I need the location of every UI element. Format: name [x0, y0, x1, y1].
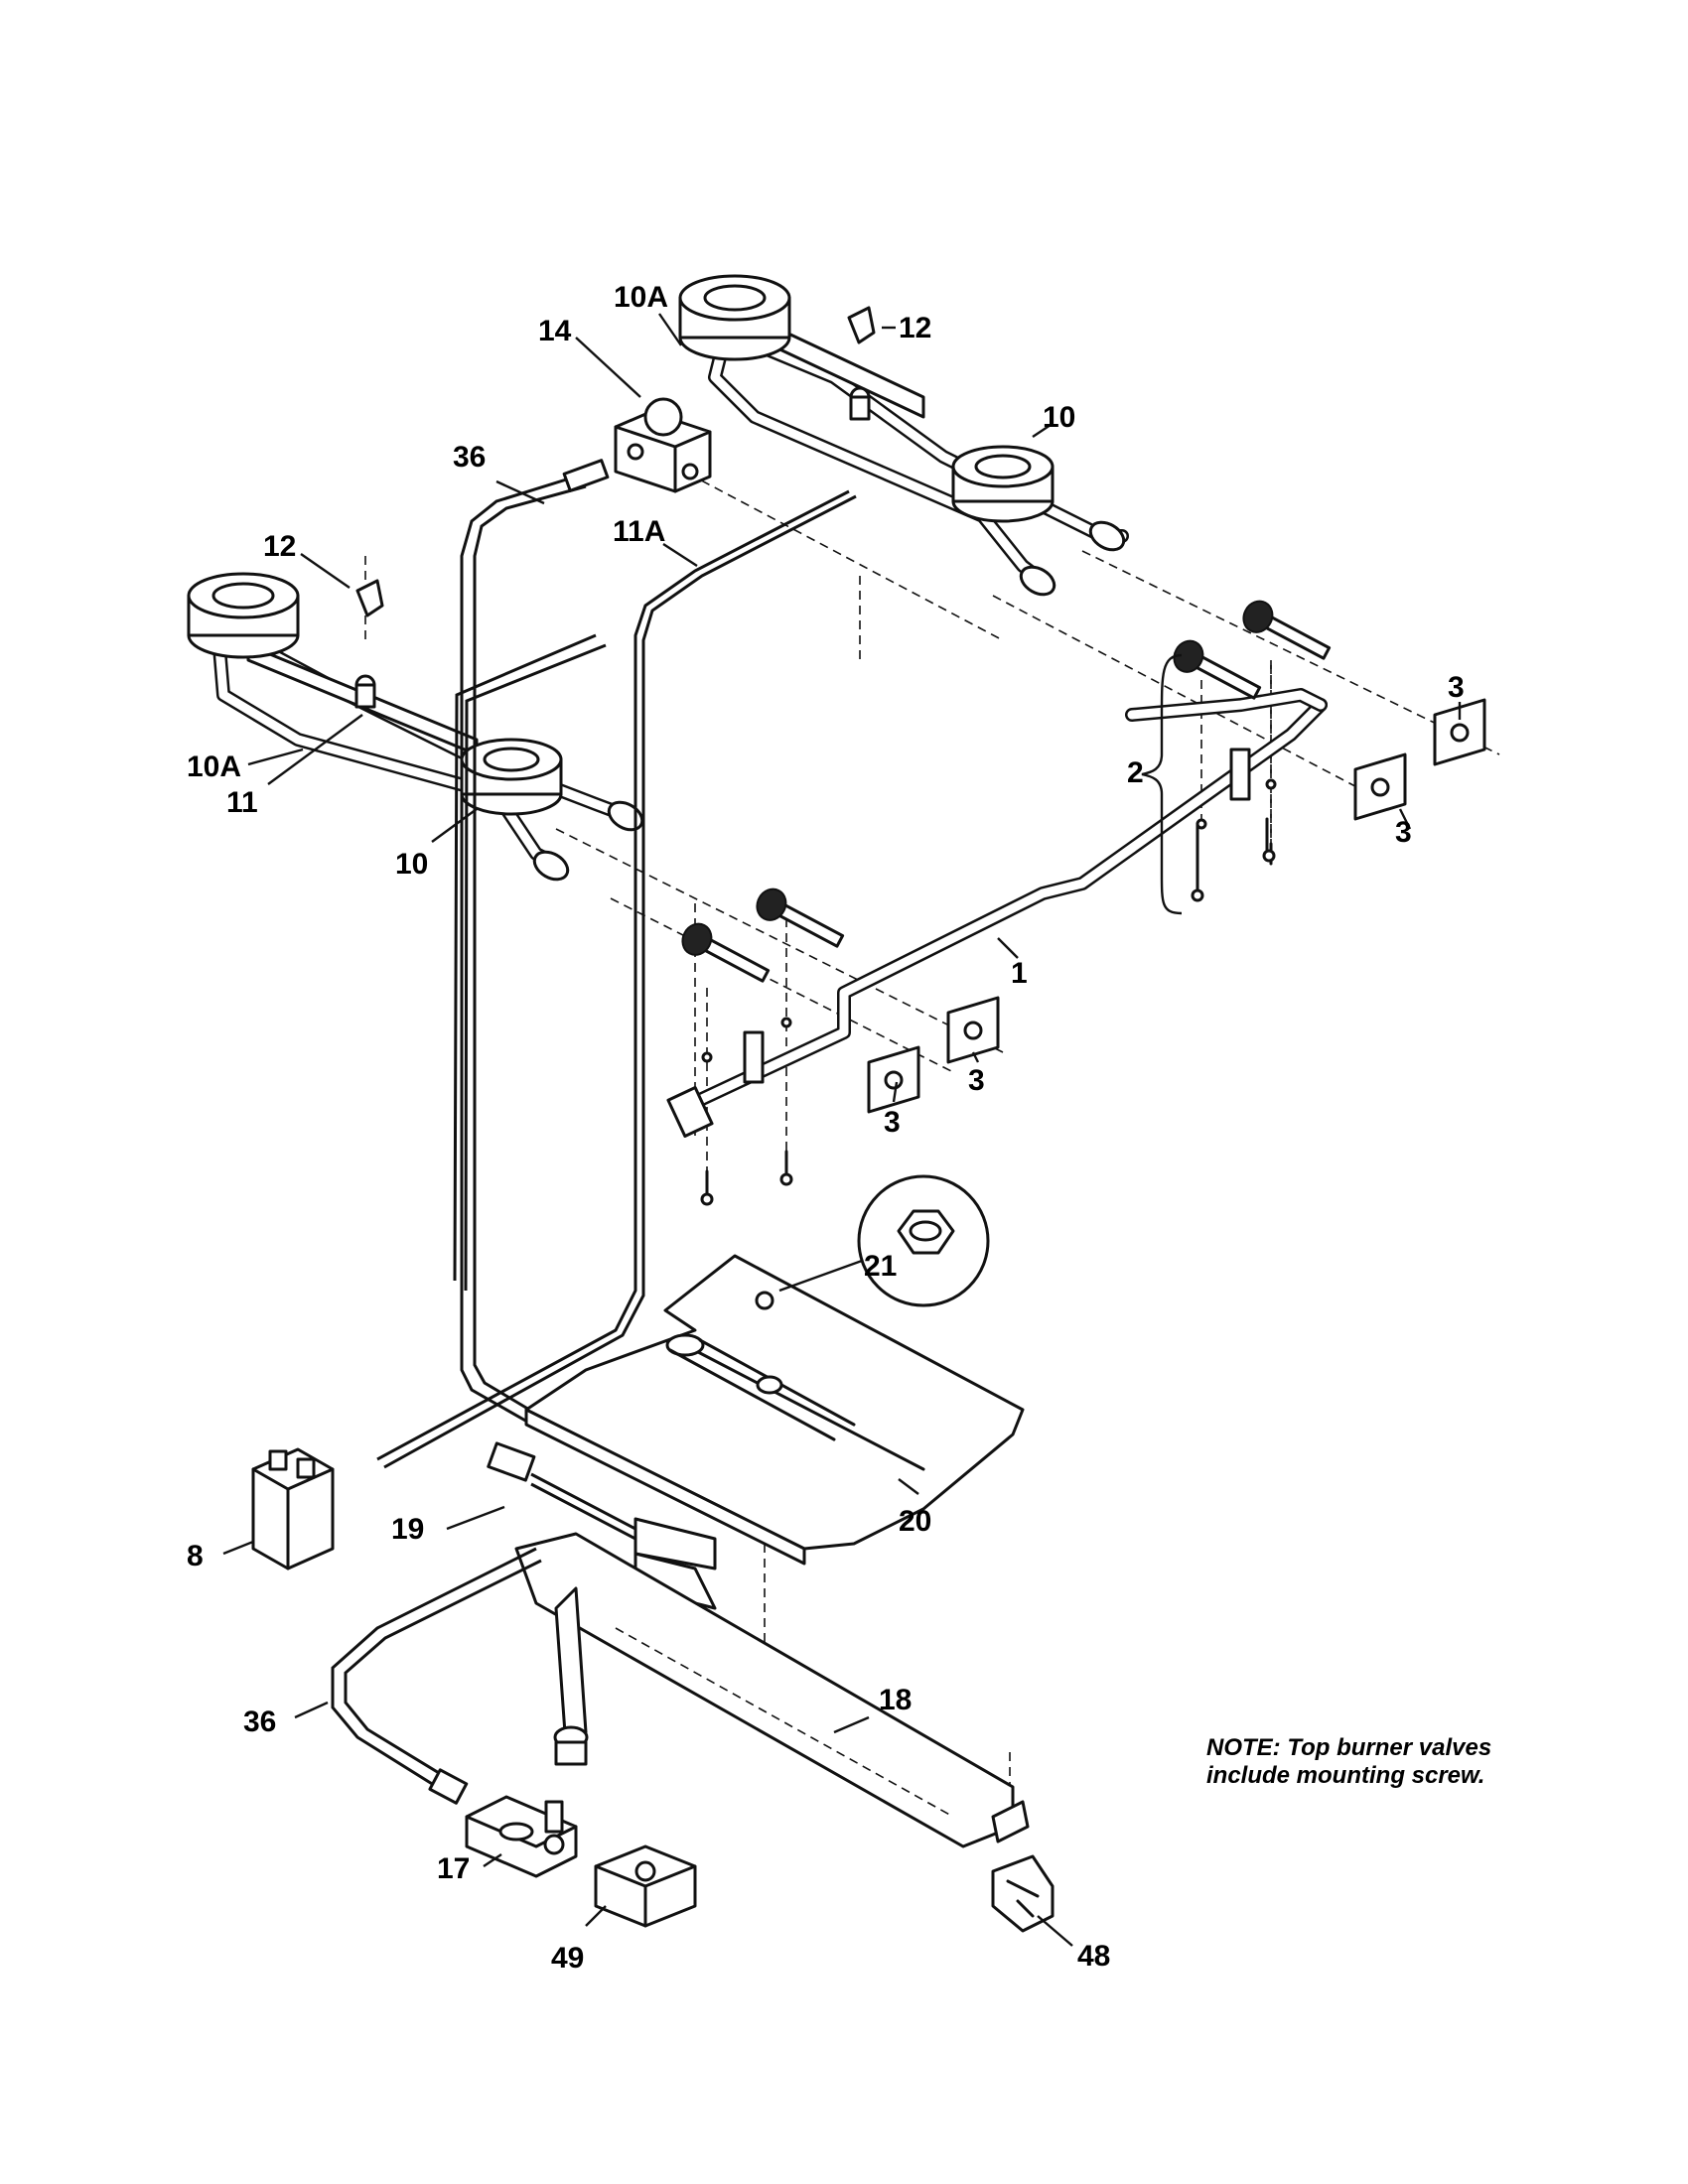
- igniter-19: [487, 1441, 717, 1610]
- callout-36-bottom: 36: [243, 1706, 276, 1738]
- left-burner-assembly: [187, 572, 644, 882]
- group-brace-2: [1141, 653, 1183, 915]
- broil-valve-17: [465, 1795, 578, 1878]
- callout-1: 1: [1011, 957, 1028, 990]
- callout-10a-left: 10A: [187, 751, 241, 783]
- callout-36-top: 36: [453, 441, 486, 474]
- lower-gas-tube-36: [331, 1547, 542, 1805]
- valve-seals-3: [867, 698, 1486, 1114]
- note-line-1: NOTE: Top burner valves: [1206, 1734, 1491, 1761]
- rear-right-burner-assembly: [678, 274, 1129, 597]
- callout-8: 8: [187, 1540, 204, 1572]
- gas-supply-tubes: [376, 459, 857, 1469]
- top-burner-valves: [681, 600, 1332, 1206]
- terminal-block-8: [251, 1447, 335, 1570]
- callout-2: 2: [1127, 756, 1144, 789]
- callout-17: 17: [437, 1852, 470, 1885]
- callout-labels: 10A 12 14 10 36 11A 12 3 2 3 10A 11 10 1…: [187, 281, 1465, 1975]
- bracket-48: [991, 1854, 1055, 1933]
- callout-19: 19: [391, 1513, 424, 1546]
- bracket-49: [594, 1844, 697, 1928]
- callout-12-top: 12: [899, 312, 931, 344]
- broil-burner-18: [514, 1532, 1030, 1848]
- callout-21: 21: [864, 1250, 897, 1283]
- pressure-regulator-14: [614, 397, 712, 493]
- callout-48: 48: [1077, 1940, 1110, 1973]
- callout-3-d: 3: [884, 1106, 901, 1139]
- callout-18: 18: [879, 1684, 912, 1716]
- callout-10-left: 10: [395, 848, 428, 881]
- callout-11: 11: [226, 786, 258, 819]
- callout-12-left: 12: [263, 530, 296, 563]
- callout-3-a: 3: [1448, 671, 1465, 704]
- callout-14: 14: [538, 315, 572, 347]
- note-line-2: include mounting screw.: [1206, 1762, 1484, 1789]
- callout-49: 49: [551, 1942, 584, 1975]
- nut-21-detail: [778, 1174, 990, 1307]
- burner-manifold-1: [666, 688, 1328, 1138]
- heat-shield-20: [524, 1254, 1025, 1566]
- note-block: NOTE: Top burner valves include mounting…: [1206, 1734, 1491, 1789]
- callout-20: 20: [899, 1505, 931, 1538]
- callout-11a: 11A: [613, 515, 665, 548]
- callout-10a-top: 10A: [614, 281, 668, 314]
- callout-3-c: 3: [968, 1064, 985, 1097]
- callout-3-b: 3: [1395, 816, 1412, 849]
- callout-leaders: [222, 313, 1462, 1947]
- callout-10-top: 10: [1043, 401, 1075, 434]
